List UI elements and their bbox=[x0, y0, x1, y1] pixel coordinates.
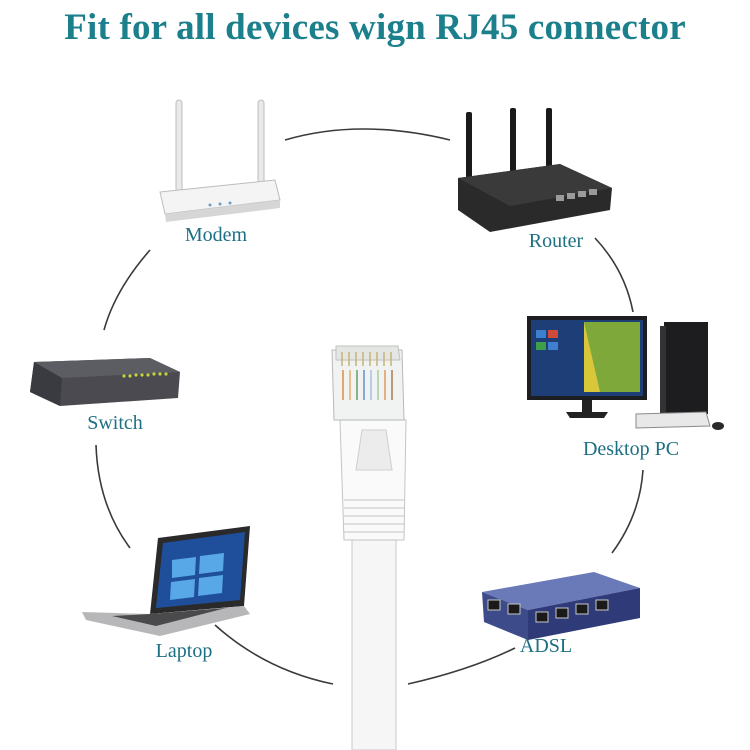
switch-label: Switch bbox=[87, 412, 143, 434]
laptop-label: Laptop bbox=[155, 640, 213, 662]
switch-icon bbox=[30, 358, 180, 406]
adsl-label: ADSL bbox=[519, 635, 573, 657]
modem-icon bbox=[159, 99, 281, 222]
desktop-pc-label: Desktop PC bbox=[582, 438, 680, 460]
laptop-icon bbox=[82, 526, 250, 636]
modem-label: Modem bbox=[184, 224, 248, 246]
page-title: Fit for all devices wign RJ45 connector bbox=[64, 7, 686, 48]
router-icon bbox=[458, 108, 612, 232]
adsl-icon bbox=[482, 572, 640, 640]
rj45-cable-icon bbox=[331, 345, 407, 750]
desktop-pc-icon bbox=[527, 316, 724, 430]
router-label: Router bbox=[528, 230, 584, 252]
connection-ring bbox=[95, 128, 644, 685]
